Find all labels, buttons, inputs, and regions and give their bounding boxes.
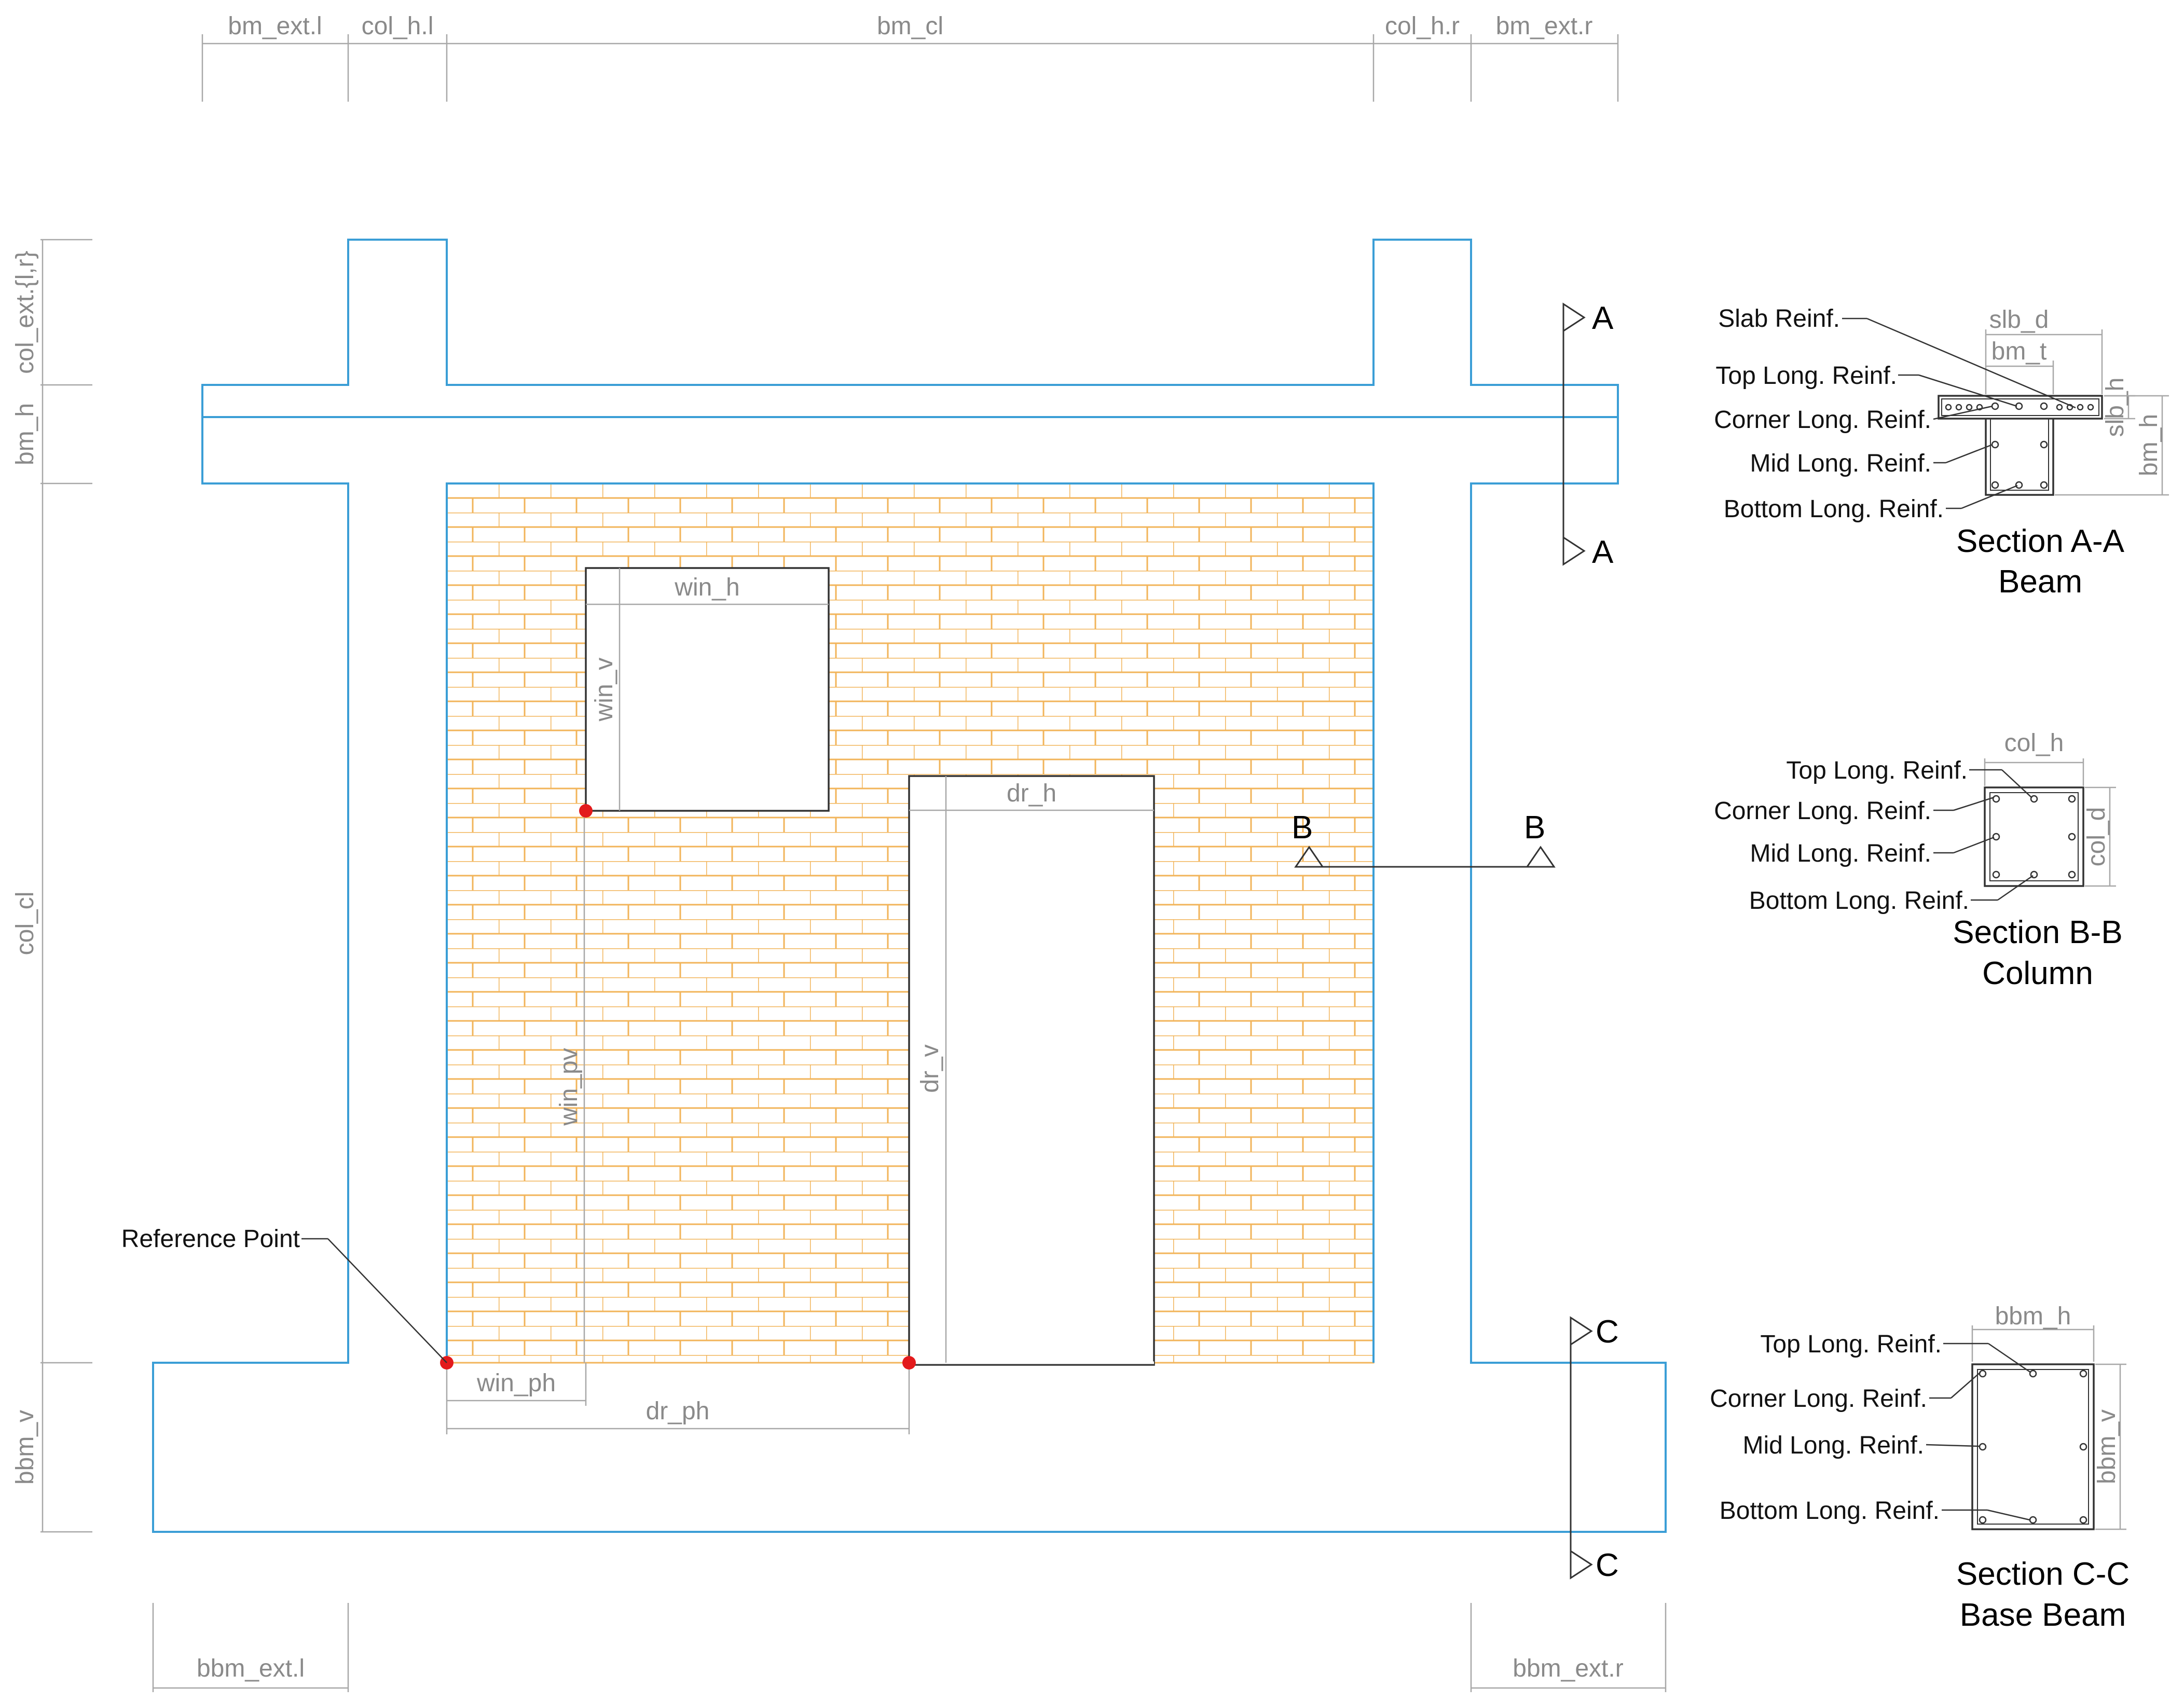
- section-b-top-label: Top Long. Reinf.: [1786, 757, 1968, 784]
- dim-bbm-ext-l: bbm_ext.l: [197, 1655, 305, 1682]
- section-c-top-label: Top Long. Reinf.: [1760, 1331, 1942, 1358]
- cut-label-c-top: C: [1596, 1314, 1619, 1350]
- section-b-outline: [1984, 786, 2084, 887]
- dim-bm-h-left: bm_h: [11, 403, 39, 465]
- cut-plane-c: C C: [1570, 1314, 1619, 1583]
- section-b-bottom-label: Bottom Long. Reinf.: [1749, 887, 1969, 915]
- dim-col-h-r: col_h.r: [1385, 12, 1460, 40]
- dim-bm-h-section: bm_h: [2135, 414, 2163, 476]
- section-c-bottom-label: Bottom Long. Reinf.: [1720, 1497, 1940, 1525]
- dim-bbm-v-left: bbm_v: [11, 1410, 39, 1485]
- section-a-a: slb_d bm_t slb_h bm_h Slab Reinf. Top Lo…: [1714, 305, 2169, 600]
- top-dimensions: bm_ext.l col_h.l bm_cl col_h.r bm_ext.r: [201, 12, 1619, 102]
- section-a-web: [1985, 419, 2054, 496]
- dim-win-ph: win_ph: [476, 1369, 556, 1397]
- dim-col-h-l: col_h.l: [362, 12, 434, 40]
- section-c-mid-label: Mid Long. Reinf.: [1742, 1432, 1924, 1459]
- section-b-mid-label: Mid Long. Reinf.: [1750, 840, 1931, 867]
- dim-bm-ext-l: bm_ext.l: [228, 12, 322, 40]
- window-opening: [585, 567, 830, 812]
- section-c-corner-label: Corner Long. Reinf.: [1710, 1385, 1927, 1413]
- dim-bm-cl: bm_cl: [877, 12, 943, 40]
- dim-bm-t: bm_t: [1991, 338, 2047, 365]
- dim-slb-d: slb_d: [1989, 306, 2049, 334]
- dim-bbm-h: bbm_h: [1995, 1303, 2071, 1330]
- section-a-slab-reinf-label: Slab Reinf.: [1718, 305, 1840, 333]
- cut-label-b-right: B: [1524, 810, 1545, 846]
- dim-col-ext: col_ext.{l,r}: [11, 251, 39, 373]
- frame-outline: [152, 239, 1667, 1533]
- dim-dr-v: dr_v: [916, 1044, 944, 1092]
- cut-label-b-left: B: [1292, 810, 1313, 846]
- opening-inner-outline: [446, 482, 1375, 1363]
- left-dimensions: col_ext.{l,r} bm_h col_cl bbm_v: [11, 239, 92, 1533]
- section-a-top-label: Top Long. Reinf.: [1715, 362, 1897, 390]
- section-c-title: Section C-C: [1956, 1556, 2130, 1592]
- cut-label-a-top: A: [1592, 300, 1614, 336]
- dim-win-h: win_h: [674, 574, 739, 601]
- door-opening: [908, 775, 1155, 1366]
- cut-label-a-bottom: A: [1592, 534, 1614, 570]
- section-b-subtitle: Column: [1982, 956, 2093, 991]
- dim-win-pv: win_pv: [555, 1048, 583, 1126]
- opening-dimensions: win_h win_v win_pv win_ph dr_ph dr_h dr_…: [446, 568, 1154, 1434]
- section-b-title: Section B-B: [1953, 915, 2122, 950]
- window-reference-marker: [579, 804, 593, 818]
- dim-col-d: col_d: [2083, 807, 2110, 867]
- dim-slb-h: slb_h: [2101, 378, 2129, 437]
- section-b-b: col_h col_d Top Long. Reinf. Corner Long…: [1714, 729, 2123, 991]
- section-a-subtitle: Beam: [1998, 564, 2082, 600]
- dim-col-h-section: col_h: [2004, 729, 2064, 757]
- dim-bm-ext-r: bm_ext.r: [1496, 12, 1593, 40]
- section-a-slab: [1938, 395, 2103, 420]
- reference-point-label: Reference Point: [121, 1225, 300, 1253]
- section-b-corner-label: Corner Long. Reinf.: [1714, 797, 1931, 825]
- dim-col-cl: col_cl: [11, 892, 39, 956]
- dim-dr-ph: dr_ph: [646, 1397, 710, 1425]
- section-c-subtitle: Base Beam: [1960, 1597, 2126, 1633]
- door-reference-marker: [902, 1356, 916, 1369]
- dim-win-v: win_v: [590, 658, 618, 722]
- section-c-c: bbm_h bbm_v Top Long. Reinf. Corner Long…: [1710, 1303, 2130, 1633]
- section-a-bottom-label: Bottom Long. Reinf.: [1724, 495, 1944, 523]
- section-a-title: Section A-A: [1956, 523, 2125, 559]
- cut-plane-a: A A: [1562, 300, 1614, 570]
- cut-label-c-bottom: C: [1596, 1547, 1619, 1583]
- dim-bbm-v-section: bbm_v: [2093, 1409, 2121, 1484]
- bottom-dimensions: bbm_ext.l bbm_ext.r: [152, 1603, 1667, 1692]
- section-a-mid-label: Mid Long. Reinf.: [1750, 450, 1931, 477]
- dim-bbm-ext-r: bbm_ext.r: [1513, 1655, 1623, 1682]
- reference-points: Reference Point: [121, 804, 916, 1369]
- section-c-outline: [1971, 1363, 2095, 1530]
- cut-plane-b: B B: [1292, 810, 1556, 868]
- section-a-corner-label: Corner Long. Reinf.: [1714, 406, 1931, 434]
- dim-dr-h: dr_h: [1007, 780, 1056, 807]
